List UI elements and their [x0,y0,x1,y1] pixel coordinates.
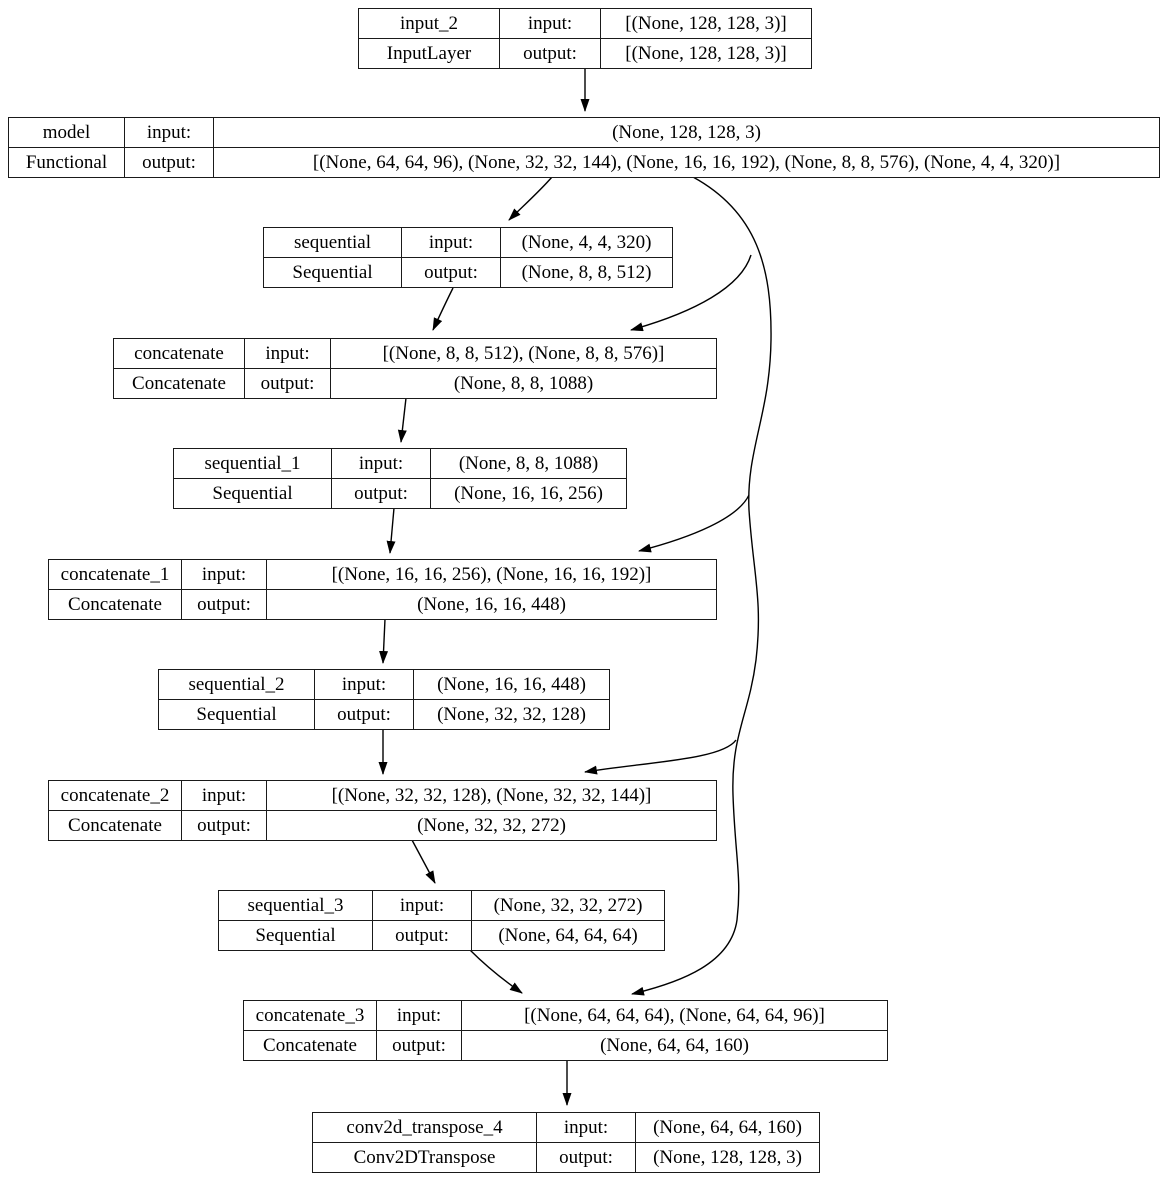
edge-model-concatenate-branch [630,254,752,332]
layer-name: concatenate [113,338,245,369]
output-shape: (None, 64, 64, 160) [461,1030,888,1061]
layer-type: Functional [8,147,125,178]
layer-name: sequential_3 [218,890,373,921]
input-label: input: [401,227,501,258]
input-shape: (None, 32, 32, 272) [471,890,665,921]
layer-node-sequential_2: sequential_2 input: (None, 16, 16, 448) … [158,669,610,730]
layer-type: Sequential [263,257,402,288]
layer-type: Sequential [218,920,373,951]
input-shape: [(None, 64, 64, 64), (None, 64, 64, 96)] [461,1000,888,1031]
edge-concatenate_1-sequential_2 [379,618,389,664]
layer-type: InputLayer [358,38,500,69]
layer-type: Concatenate [48,589,182,620]
output-label: output: [181,589,267,620]
layer-name: concatenate_2 [48,780,182,811]
output-label: output: [536,1142,636,1173]
output-shape: [(None, 64, 64, 96), (None, 32, 32, 144)… [213,147,1160,178]
layer-node-conv2d_transpose_4: conv2d_transpose_4 input: (None, 64, 64,… [312,1112,820,1173]
output-shape: (None, 16, 16, 256) [430,478,627,509]
output-shape: [(None, 128, 128, 3)] [600,38,812,69]
layer-node-sequential_3: sequential_3 input: (None, 32, 32, 272) … [218,890,665,951]
input-shape: [(None, 32, 32, 128), (None, 32, 32, 144… [266,780,717,811]
layer-node-sequential_1: sequential_1 input: (None, 8, 8, 1088) S… [173,448,627,509]
layer-node-concatenate: concatenate input: [(None, 8, 8, 512), (… [113,338,717,399]
input-shape: (None, 8, 8, 1088) [430,448,627,479]
input-label: input: [499,8,601,39]
layer-name: concatenate_3 [243,1000,377,1031]
input-label: input: [181,780,267,811]
output-shape: (None, 16, 16, 448) [266,589,717,620]
edge-sequential_1-concatenate_1 [386,507,396,554]
layer-name: sequential_2 [158,669,315,700]
layer-node-model: model input: (None, 128, 128, 3) Functio… [8,117,1160,178]
edge-model-concatenate_1-branch [638,494,750,553]
input-shape: (None, 64, 64, 160) [635,1112,820,1143]
input-label: input: [181,559,267,590]
output-label: output: [376,1030,462,1061]
layer-type: Concatenate [48,810,182,841]
layer-type: Concatenate [113,368,245,399]
output-label: output: [314,699,414,730]
layer-name: sequential_1 [173,448,332,479]
layer-name: model [8,117,125,148]
layer-name: concatenate_1 [48,559,182,590]
output-label: output: [124,147,214,178]
layer-node-concatenate_1: concatenate_1 input: [(None, 16, 16, 256… [48,559,717,620]
edge-sequential_3-concatenate_3 [469,949,523,994]
output-label: output: [244,368,331,399]
layer-node-sequential: sequential input: (None, 4, 4, 320) Sequ… [263,227,673,288]
input-shape: [(None, 128, 128, 3)] [600,8,812,39]
layer-name: conv2d_transpose_4 [312,1112,537,1143]
edge-model-concatenate_2-branch [584,739,737,775]
input-shape: [(None, 8, 8, 512), (None, 8, 8, 576)] [330,338,717,369]
input-shape: [(None, 16, 16, 256), (None, 16, 16, 192… [266,559,717,590]
output-label: output: [181,810,267,841]
output-shape: (None, 8, 8, 1088) [330,368,717,399]
output-label: output: [372,920,472,951]
output-shape: (None, 128, 128, 3) [635,1142,820,1173]
edge-model-concatenate_3-trunk [631,176,772,996]
layer-node-concatenate_2: concatenate_2 input: [(None, 32, 32, 128… [48,780,717,841]
layer-type: Conv2DTranspose [312,1142,537,1173]
output-label: output: [499,38,601,69]
input-label: input: [536,1112,636,1143]
output-shape: (None, 8, 8, 512) [500,257,673,288]
input-label: input: [124,117,214,148]
layer-name: input_2 [358,8,500,39]
output-shape: (None, 32, 32, 128) [413,699,610,730]
layer-node-concatenate_3: concatenate_3 input: [(None, 64, 64, 64)… [243,1000,888,1061]
edge-sequential-concatenate [432,287,454,331]
layer-name: sequential [263,227,402,258]
output-shape: (None, 64, 64, 64) [471,920,665,951]
input-label: input: [372,890,472,921]
edge-concatenate-sequential_1 [397,397,407,443]
input-label: input: [314,669,414,700]
input-label: input: [331,448,431,479]
output-shape: (None, 32, 32, 272) [266,810,717,841]
input-shape: (None, 4, 4, 320) [500,227,673,258]
output-label: output: [401,257,501,288]
output-label: output: [331,478,431,509]
edge-concatenate_2-sequential_3 [411,839,436,884]
input-label: input: [244,338,331,369]
layer-type: Concatenate [243,1030,377,1061]
input-shape: (None, 128, 128, 3) [213,117,1160,148]
input-label: input: [376,1000,462,1031]
layer-node-input_2: input_2 input: [(None, 128, 128, 3)] Inp… [358,8,812,69]
layer-type: Sequential [173,478,332,509]
layer-type: Sequential [158,699,315,730]
input-shape: (None, 16, 16, 448) [413,669,610,700]
edge-model-sequential [508,176,553,221]
